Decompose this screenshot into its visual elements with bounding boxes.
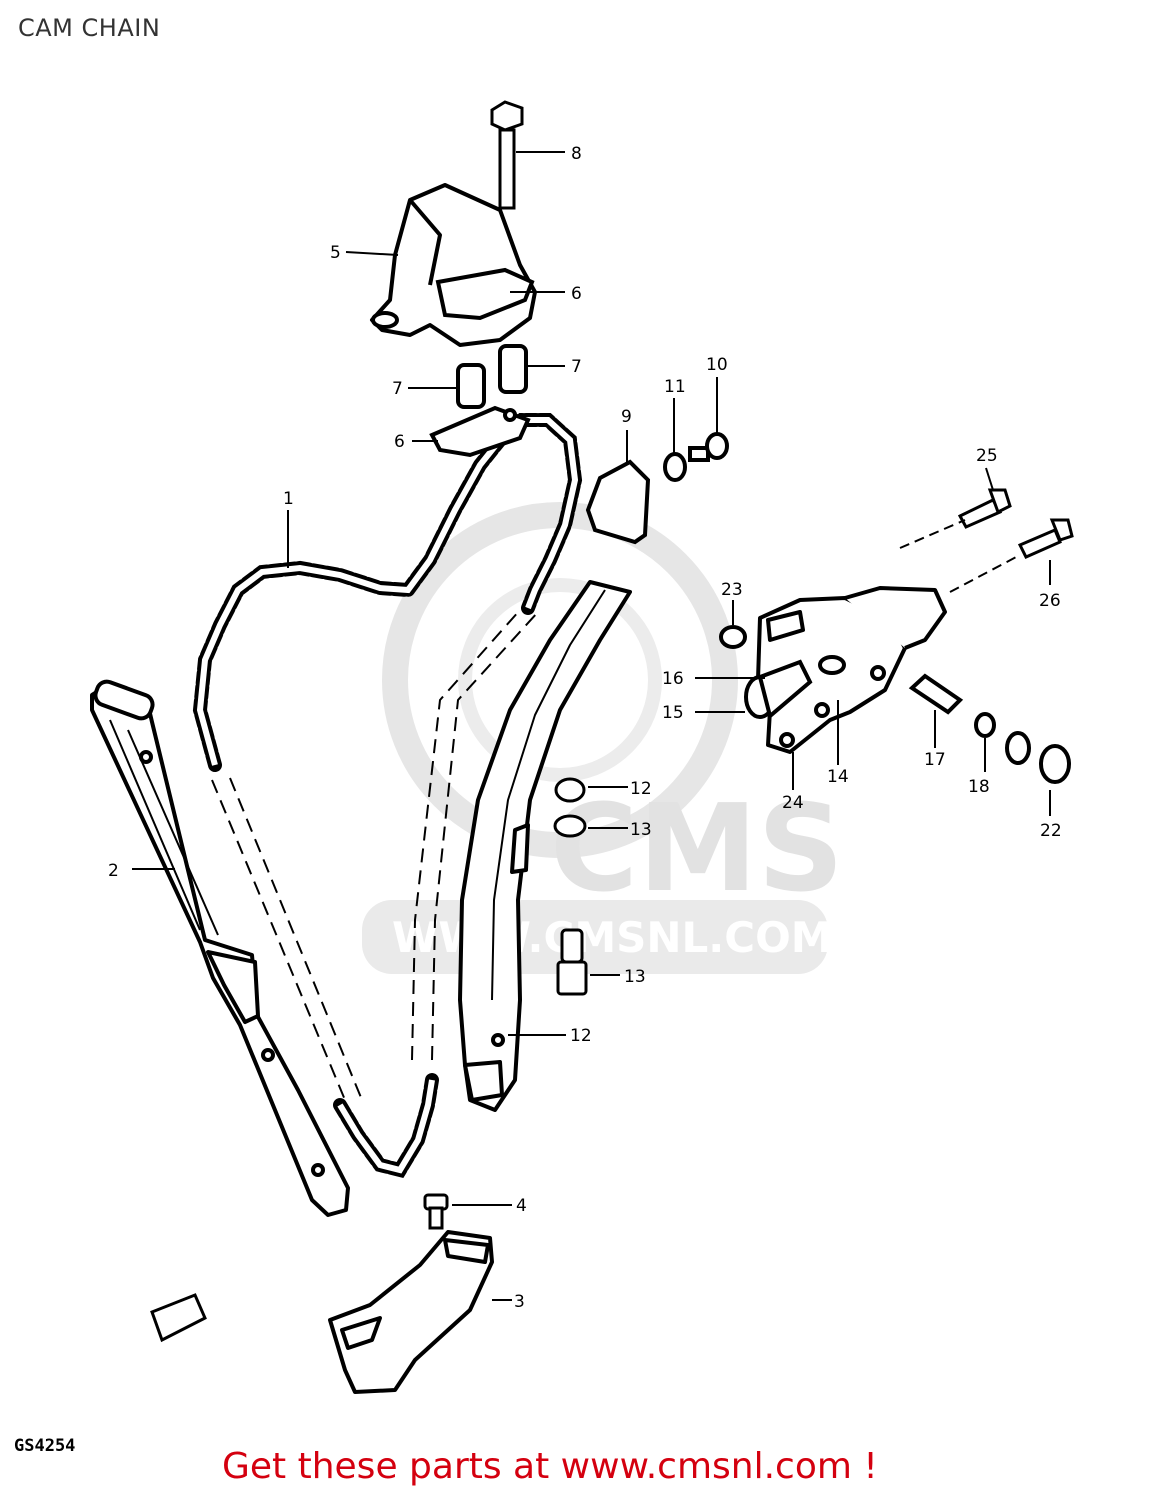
callout-7-left: 7: [392, 379, 403, 399]
cam-chain: [192, 413, 583, 1179]
small-parts-right: [719, 625, 1071, 784]
callout-13: 13: [624, 967, 646, 987]
diagram-code: GS4254: [14, 1436, 76, 1456]
guide-holders: [429, 267, 535, 458]
callout-10: 10: [706, 355, 728, 375]
callout-25: 25: [976, 446, 998, 466]
callout-8: 8: [571, 144, 582, 164]
callout-19: 17: [924, 750, 946, 770]
callout-6-upper: 6: [571, 284, 582, 304]
callout-17: 15: [662, 703, 684, 723]
callout-14: 12: [630, 779, 652, 799]
watermark-logo-ring: [382, 502, 738, 858]
promo-link[interactable]: Get these parts at www.cmsnl.com !: [222, 1446, 878, 1487]
callout-16: 14: [827, 767, 849, 787]
cover-plug-group: [585, 432, 729, 545]
chain-link-part: [150, 1293, 207, 1343]
bolt-8: [490, 100, 524, 210]
pivot-parts: [553, 777, 588, 996]
callout-11: 11: [664, 377, 686, 397]
callout-3: 3: [514, 1292, 525, 1312]
callout-15: 13: [630, 820, 652, 840]
callout-18: 16: [662, 669, 684, 689]
callout-7-right: 7: [571, 357, 582, 377]
callout-2: 2: [108, 861, 119, 881]
chain-guide-lower: [328, 1230, 494, 1394]
page-title: CAM CHAIN: [18, 14, 161, 42]
callout-9: 9: [621, 407, 632, 427]
push-rod-spring: [744, 659, 813, 720]
bolts-25-26: [899, 488, 1074, 593]
callout-23: 23: [721, 580, 743, 600]
watermark-url: WWW.CMSNL.COM: [392, 913, 833, 962]
callout-24: 24: [782, 793, 804, 813]
callout-5: 5: [330, 243, 341, 263]
bolt-4: [423, 1193, 449, 1230]
chain-tensioner-guide: [458, 580, 632, 1112]
watermark-logo-text: CMS: [550, 780, 844, 919]
callout-6-lower: 6: [394, 432, 405, 452]
callout-numbers: 8 5 6 7 7 6 1 9 11 10 25 26 23 16 15 14 …: [108, 144, 1062, 1312]
callout-1: 1: [283, 489, 294, 509]
watermark-logo-inner: [458, 578, 662, 782]
callout-22: 22: [1040, 821, 1062, 841]
callout-20: 18: [968, 777, 990, 797]
callout-26: 26: [1039, 591, 1061, 611]
callout-12: 12: [570, 1026, 592, 1046]
chain-guide-front: [90, 679, 350, 1217]
callout-4: 4: [516, 1196, 527, 1216]
leader-lines: [132, 151, 1051, 1301]
